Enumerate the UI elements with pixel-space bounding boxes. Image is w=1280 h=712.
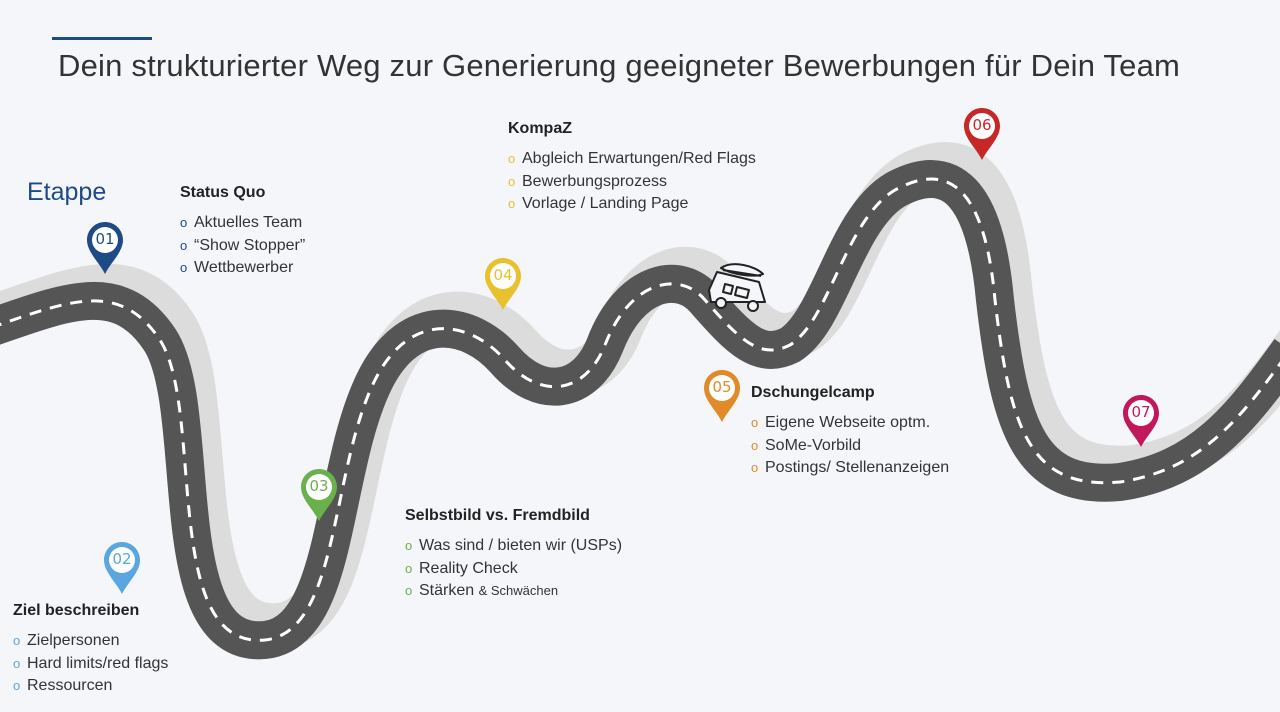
- page-title: Dein strukturierter Weg zur Generierung …: [58, 48, 1181, 83]
- map-pin-icon: [485, 258, 521, 310]
- map-pin-icon: [104, 542, 140, 594]
- stage-01-title: Status Quo: [180, 184, 266, 201]
- etappe-label: Etappe: [27, 178, 107, 206]
- stage-07-marker: 07: [1121, 393, 1165, 451]
- stage-01-number: 01: [95, 230, 115, 248]
- camper-van-icon: [708, 263, 766, 312]
- stage-05-number: 05: [712, 378, 732, 396]
- stage-02-number: 02: [112, 550, 132, 568]
- stage-03-marker: 03: [299, 467, 343, 525]
- map-pin-icon: [1123, 395, 1159, 447]
- title-accent-line: [52, 37, 152, 40]
- stage-06-marker: 06: [962, 106, 1006, 164]
- map-pin-icon: [964, 108, 1000, 160]
- map-pin-icon: [301, 469, 337, 521]
- road-center-dashes: [0, 177, 1280, 642]
- stage-03-title: Selbstbild vs. Fremdbild: [405, 507, 590, 524]
- map-pin-icon: [704, 370, 740, 422]
- list-item: o“Show Stopper”: [180, 236, 306, 254]
- stage-06-number: 06: [972, 116, 992, 134]
- stage-07-number: 07: [1131, 403, 1151, 421]
- stage-02-marker: 02: [102, 540, 146, 598]
- stage-05-title: Dschungelcamp: [751, 384, 875, 401]
- stage-04-marker: 04: [483, 256, 527, 314]
- stage-05-marker: 05: [702, 368, 746, 426]
- map-pin-icon: [87, 222, 123, 274]
- stage-04-title: KompaZ: [508, 120, 572, 137]
- stage-03-number: 03: [309, 477, 329, 495]
- stage-01-marker: 01: [85, 220, 129, 278]
- stage-04-number: 04: [493, 266, 513, 284]
- stage-02-title: Ziel beschreiben: [13, 602, 140, 619]
- item-suffix: & Schwächen: [478, 583, 559, 598]
